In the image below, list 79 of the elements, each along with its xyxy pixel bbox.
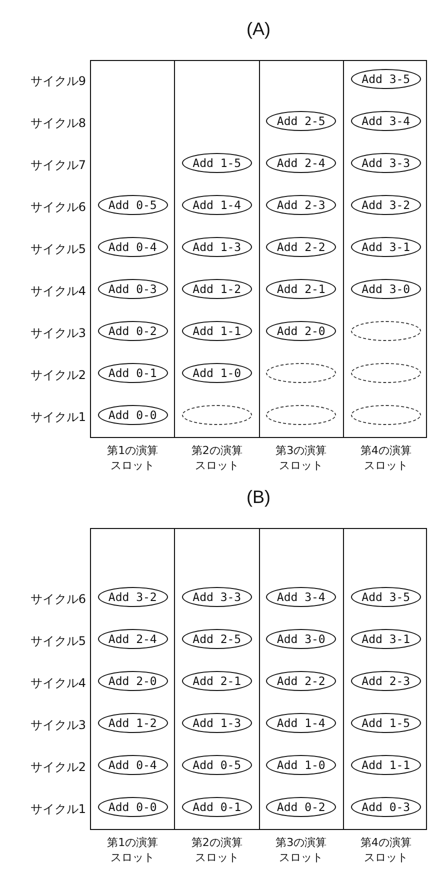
cycle-label: サイクル6 bbox=[29, 199, 86, 215]
operation-ellipse: Add 2-2 bbox=[266, 237, 336, 257]
operation-ellipse: Add 3-2 bbox=[350, 195, 421, 215]
operation-ellipse: Add 0-5 bbox=[98, 195, 168, 215]
empty-slot-ellipse bbox=[182, 405, 252, 425]
operation-ellipse: Add 1-5 bbox=[182, 153, 252, 173]
operation-ellipse: Add 1-5 bbox=[350, 713, 421, 733]
slot-label: 第1の演算スロット bbox=[106, 835, 160, 865]
operation-ellipse: Add 3-5 bbox=[350, 587, 421, 607]
operation-ellipse: Add 0-4 bbox=[98, 237, 168, 257]
cycle-label: サイクル4 bbox=[29, 675, 86, 691]
slot-label: 第2の演算スロット bbox=[190, 443, 244, 473]
operation-ellipse: Add 2-1 bbox=[182, 671, 252, 691]
operation-ellipse: Add 2-5 bbox=[182, 629, 252, 649]
slot-label: 第4の演算スロット bbox=[359, 443, 412, 473]
operation-ellipse: Add 2-3 bbox=[350, 671, 421, 691]
slot-label: 第1の演算スロット bbox=[106, 443, 160, 473]
operation-ellipse: Add 3-0 bbox=[266, 629, 336, 649]
operation-ellipse: Add 1-2 bbox=[98, 713, 168, 733]
slot-label: 第2の演算スロット bbox=[190, 835, 244, 865]
operation-ellipse: Add 3-1 bbox=[350, 629, 421, 649]
operation-ellipse: Add 2-0 bbox=[266, 321, 336, 341]
operation-ellipse: Add 1-2 bbox=[182, 279, 252, 299]
operation-ellipse: Add 0-3 bbox=[350, 797, 421, 817]
cycle-label: サイクル3 bbox=[29, 717, 86, 733]
operation-ellipse: Add 0-3 bbox=[98, 279, 168, 299]
operation-ellipse: Add 3-0 bbox=[350, 279, 421, 299]
operation-ellipse: Add 3-3 bbox=[182, 587, 252, 607]
slot-label: 第3の演算スロット bbox=[274, 835, 328, 865]
operation-ellipse: Add 3-1 bbox=[350, 237, 421, 257]
operation-ellipse: Add 1-1 bbox=[182, 321, 252, 341]
operation-ellipse: Add 1-4 bbox=[266, 713, 336, 733]
panel-title: (A) bbox=[246, 19, 272, 40]
operation-ellipse: Add 1-3 bbox=[182, 237, 252, 257]
operation-ellipse: Add 2-1 bbox=[266, 279, 336, 299]
operation-ellipse: Add 2-4 bbox=[98, 629, 168, 649]
operation-ellipse: Add 1-0 bbox=[182, 363, 252, 383]
cycle-label: サイクル6 bbox=[29, 591, 86, 607]
cycle-label: サイクル7 bbox=[29, 157, 86, 173]
cycle-label: サイクル3 bbox=[29, 325, 86, 341]
operation-ellipse: Add 1-1 bbox=[350, 755, 421, 775]
cycle-label: サイクル9 bbox=[29, 73, 86, 89]
operation-ellipse: Add 3-5 bbox=[350, 69, 421, 89]
operation-ellipse: Add 0-2 bbox=[266, 797, 336, 817]
slot-label: 第4の演算スロット bbox=[359, 835, 412, 865]
operation-ellipse: Add 2-5 bbox=[266, 111, 336, 131]
cycle-label: サイクル1 bbox=[29, 801, 86, 817]
operation-ellipse: Add 1-3 bbox=[182, 713, 252, 733]
cycle-label: サイクル2 bbox=[29, 367, 86, 383]
operation-ellipse: Add 3-3 bbox=[350, 153, 421, 173]
operation-ellipse: Add 0-4 bbox=[98, 755, 168, 775]
empty-slot-ellipse bbox=[350, 321, 421, 341]
operation-ellipse: Add 0-2 bbox=[98, 321, 168, 341]
operation-ellipse: Add 3-4 bbox=[350, 111, 421, 131]
operation-ellipse: Add 0-0 bbox=[98, 405, 168, 425]
empty-slot-ellipse bbox=[350, 405, 421, 425]
operation-ellipse: Add 3-4 bbox=[266, 587, 336, 607]
empty-slot-ellipse bbox=[266, 405, 336, 425]
cycle-label: サイクル5 bbox=[29, 633, 86, 649]
operation-ellipse: Add 0-1 bbox=[98, 363, 168, 383]
operation-ellipse: Add 2-0 bbox=[98, 671, 168, 691]
operation-ellipse: Add 0-5 bbox=[182, 755, 252, 775]
operation-ellipse: Add 2-4 bbox=[266, 153, 336, 173]
panel-title: (B) bbox=[246, 487, 272, 508]
operation-ellipse: Add 0-0 bbox=[98, 797, 168, 817]
operation-ellipse: Add 3-2 bbox=[98, 587, 168, 607]
operation-ellipse: Add 0-1 bbox=[182, 797, 252, 817]
operation-ellipse: Add 2-3 bbox=[266, 195, 336, 215]
operation-ellipse: Add 2-2 bbox=[266, 671, 336, 691]
cycle-label: サイクル8 bbox=[29, 115, 86, 131]
empty-slot-ellipse bbox=[350, 363, 421, 383]
cycle-label: サイクル4 bbox=[29, 283, 86, 299]
empty-slot-ellipse bbox=[266, 363, 336, 383]
cycle-label: サイクル5 bbox=[29, 241, 86, 257]
cycle-label: サイクル1 bbox=[29, 409, 86, 425]
cycle-label: サイクル2 bbox=[29, 759, 86, 775]
operation-ellipse: Add 1-4 bbox=[182, 195, 252, 215]
slot-label: 第3の演算スロット bbox=[274, 443, 328, 473]
operation-ellipse: Add 1-0 bbox=[266, 755, 336, 775]
